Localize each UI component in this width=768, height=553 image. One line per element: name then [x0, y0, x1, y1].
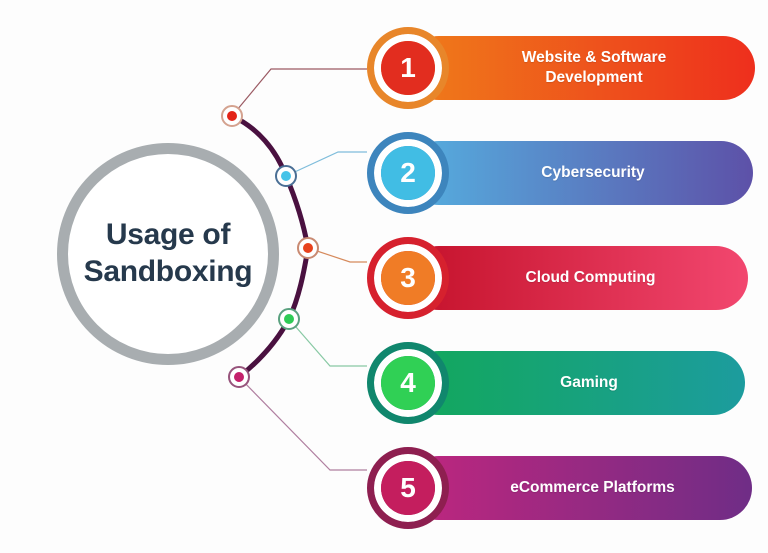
leader-line-1 [231, 68, 367, 117]
item-badge[interactable]: 1 [367, 27, 449, 109]
item-number: 2 [400, 157, 416, 188]
node-dot[interactable] [297, 237, 319, 259]
leader-line-3 [307, 247, 367, 263]
item-badge-inner: 1 [381, 41, 435, 95]
leader-line-2 [285, 151, 367, 177]
center-node: Usage of Sandboxing [57, 143, 279, 365]
leader-line-4 [288, 318, 367, 367]
item-badge-inner: 5 [381, 461, 435, 515]
item-label: Gaming [560, 373, 618, 391]
item-label: Cybersecurity [541, 163, 645, 181]
item-badge[interactable]: 4 [367, 342, 449, 424]
item-badge[interactable]: 3 [367, 237, 449, 319]
item-number: 5 [400, 472, 416, 503]
item-bar[interactable]: Cybersecurity [407, 141, 753, 205]
item-bar[interactable]: Website & Software Development [407, 36, 755, 100]
item-badge-inner: 4 [381, 356, 435, 410]
item-badge-inner: 2 [381, 146, 435, 200]
node-dot[interactable] [278, 308, 300, 330]
node-dot[interactable] [221, 105, 243, 127]
item-badge-inner: 3 [381, 251, 435, 305]
center-title: Usage of Sandboxing [83, 218, 253, 288]
item-badge[interactable]: 5 [367, 447, 449, 529]
leader-line-5 [238, 376, 367, 471]
item-number: 3 [400, 262, 416, 293]
item-bar[interactable]: eCommerce Platforms [407, 456, 752, 520]
item-label: Cloud Computing [525, 268, 656, 286]
item-label: eCommerce Platforms [510, 478, 675, 496]
item-badge[interactable]: 2 [367, 132, 449, 214]
item-label: Website & Software Development [521, 48, 667, 86]
item-number: 4 [400, 367, 416, 398]
item-number: 1 [400, 52, 416, 83]
item-bar[interactable]: Gaming [407, 351, 745, 415]
item-bar[interactable]: Cloud Computing [407, 246, 748, 310]
node-dot[interactable] [275, 165, 297, 187]
node-dot[interactable] [228, 366, 250, 388]
